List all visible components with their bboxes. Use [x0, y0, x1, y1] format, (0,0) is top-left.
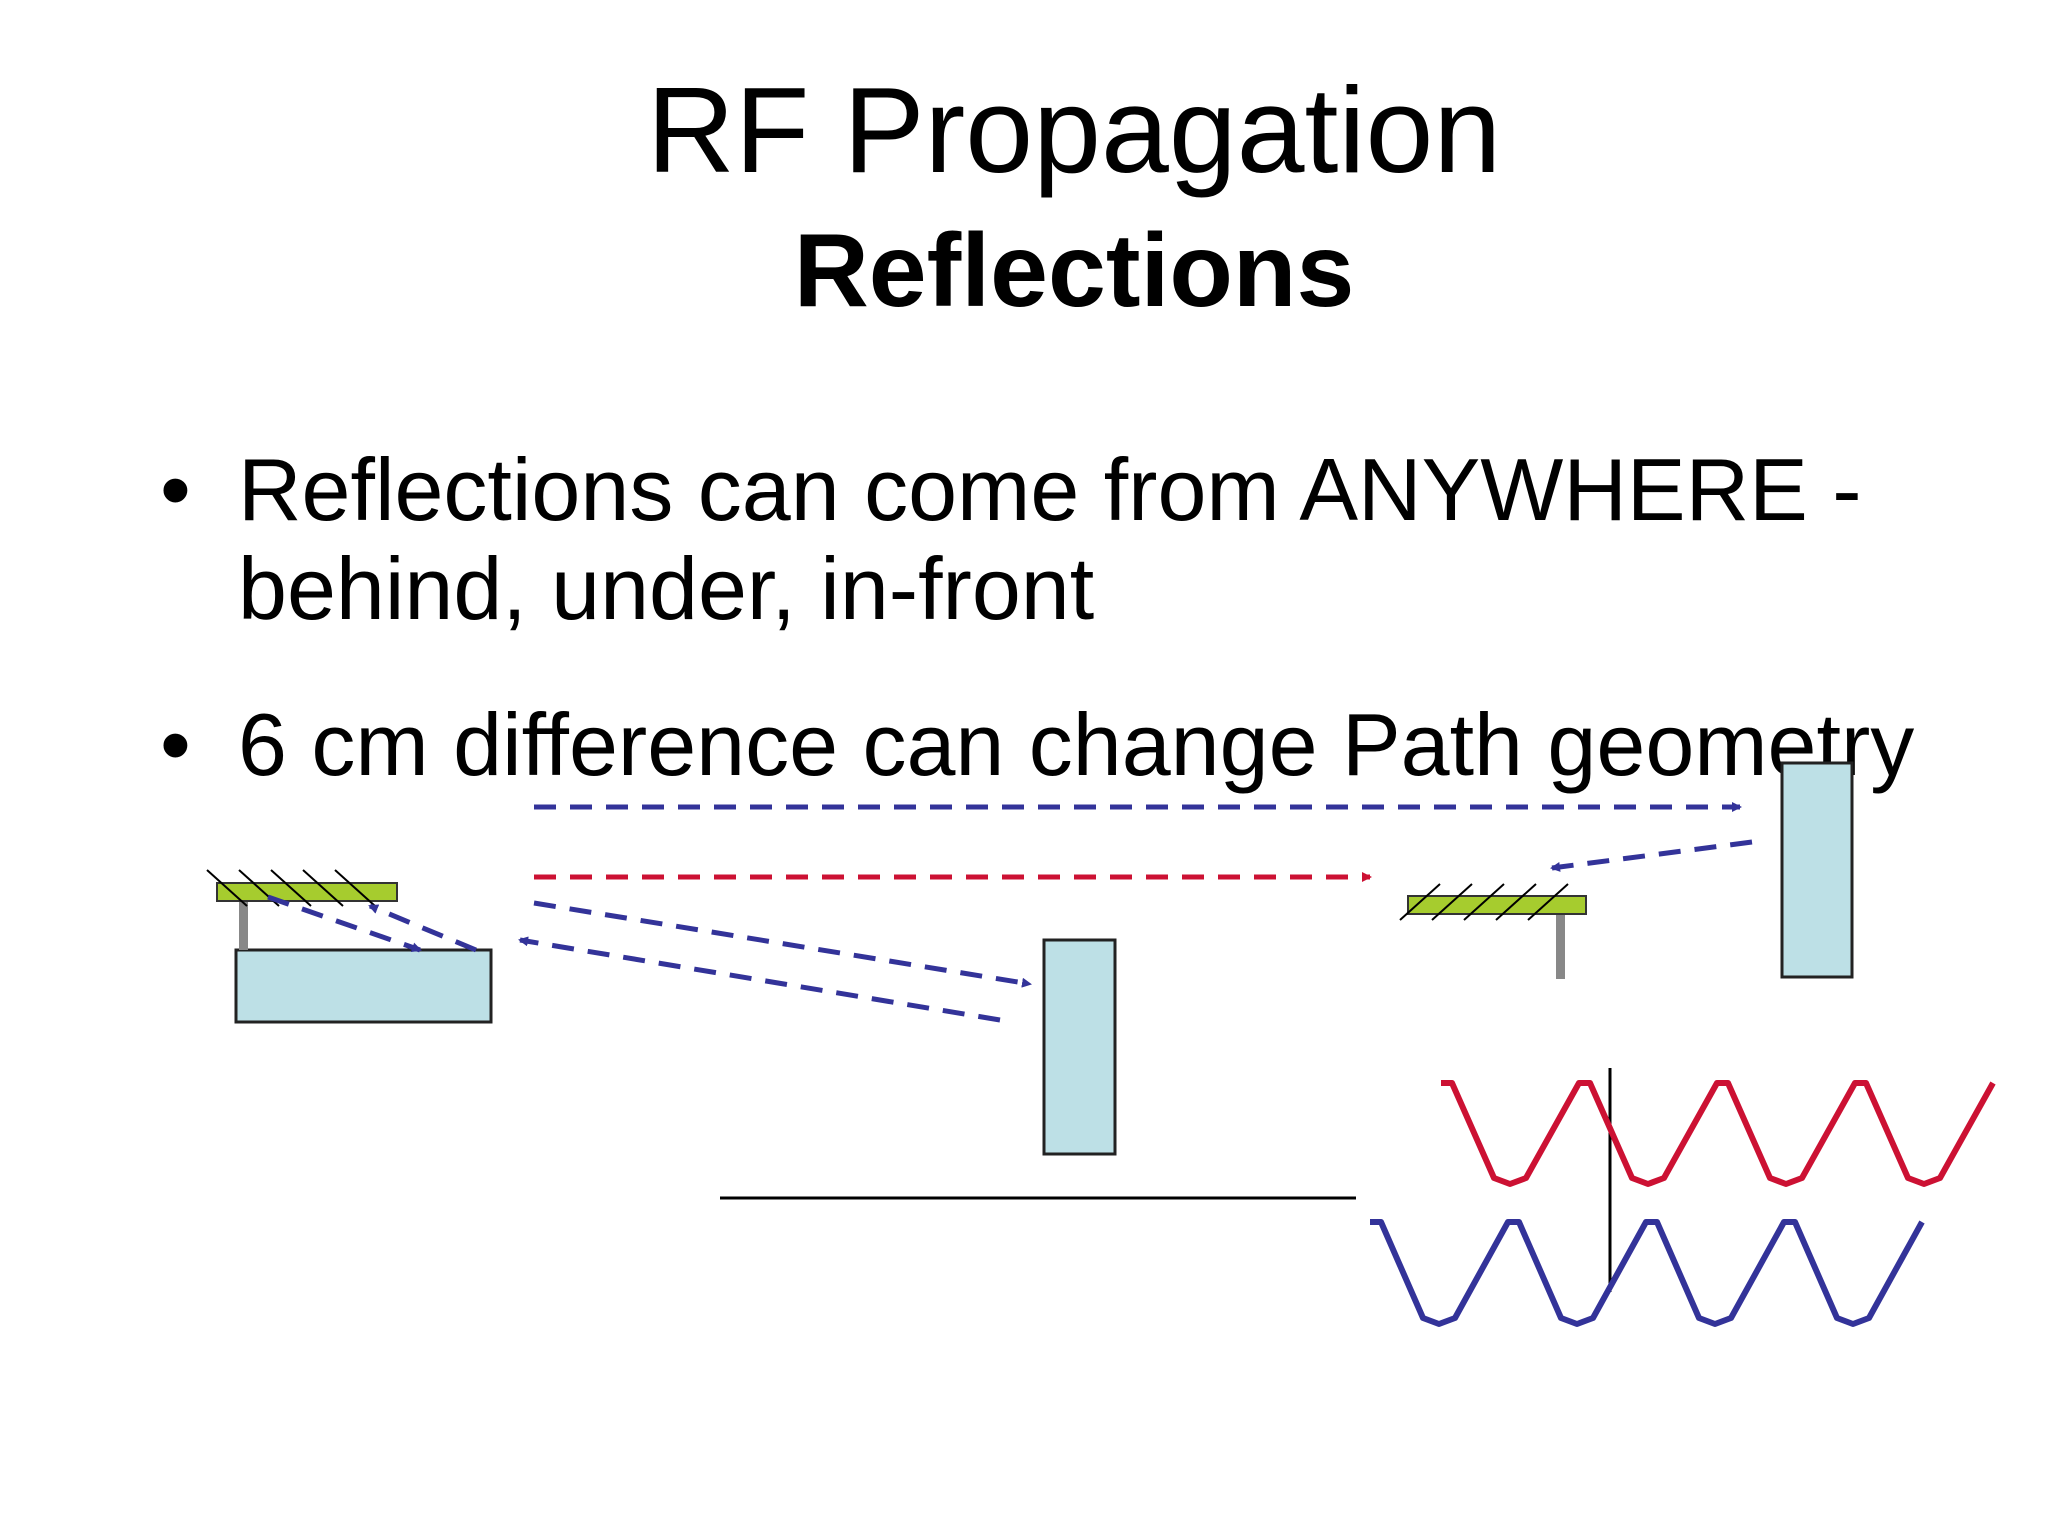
- bullet-item: • Reflections can come from ANYWHERE - b…: [160, 440, 2040, 639]
- bullet-item: • 6 cm difference can change Path geomet…: [160, 695, 2040, 794]
- transmit-antenna-icon: [206, 869, 398, 950]
- page-title: RF Propagation: [646, 62, 1502, 198]
- building-obstacle-middle: [1042, 938, 1117, 1156]
- reflected-path-arrow-rooftop-up: [368, 903, 477, 953]
- reflected-signal-waveform: [1370, 1219, 1925, 1327]
- direct-signal-waveform: [1441, 1080, 1996, 1187]
- reflected-path-arrow-right-return: [1550, 839, 1753, 872]
- bullet-marker: •: [160, 694, 191, 794]
- reflected-path-arrow-building-return: [518, 936, 1001, 1023]
- bullet-list: • Reflections can come from ANYWHERE - b…: [160, 440, 2040, 794]
- rooftop-obstacle: [234, 948, 493, 1024]
- receive-antenna-icon: [1399, 883, 1587, 979]
- bullet-text: 6 cm difference can change Path geometry: [238, 694, 1915, 794]
- page-subtitle: Reflections: [793, 213, 1355, 329]
- reflected-path-arrow-rooftop-down: [267, 894, 422, 953]
- bullet-text: Reflections can come from ANYWHERE - beh…: [238, 440, 1862, 639]
- reflected-path-arrow-to-building: [533, 900, 1032, 988]
- bullet-marker: •: [160, 440, 191, 539]
- building-obstacle-right: [1780, 761, 1854, 979]
